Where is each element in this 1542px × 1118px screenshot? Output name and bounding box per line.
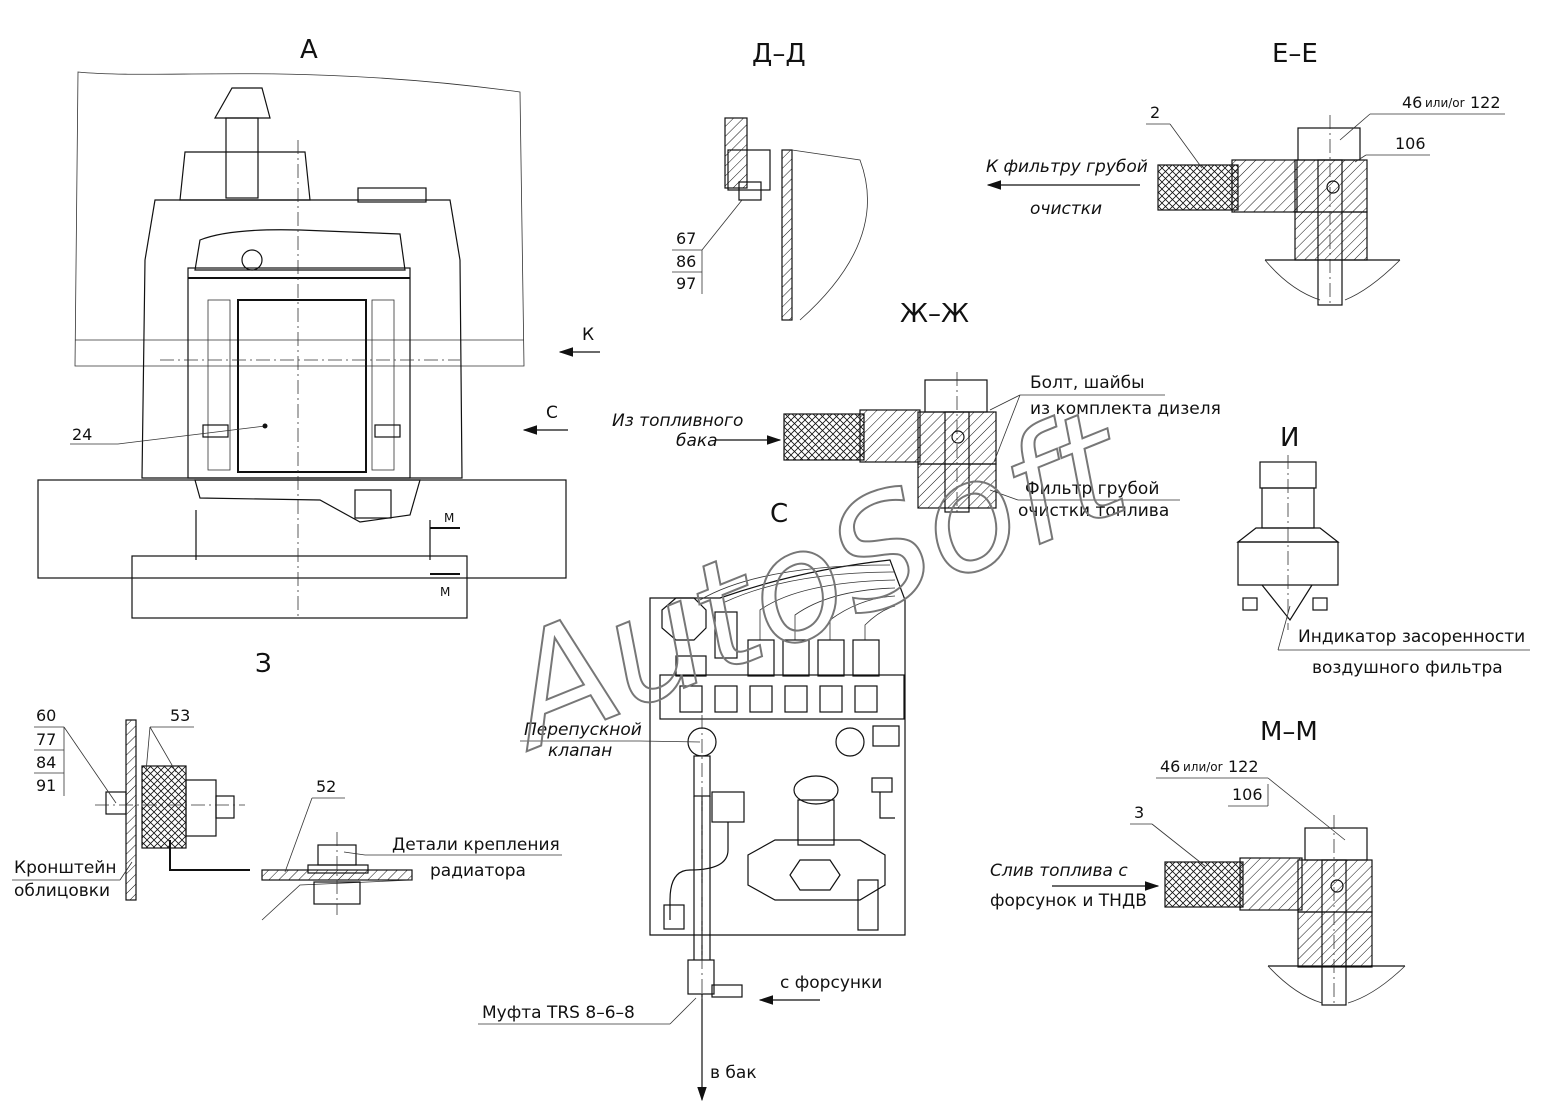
label-radiator-2: радиатора bbox=[430, 861, 526, 881]
arrow-c-label: С bbox=[546, 403, 558, 423]
label-from-injector: с форсунки bbox=[780, 973, 882, 993]
label-indicator-2: воздушного фильтра bbox=[1312, 658, 1503, 678]
manifold-ports bbox=[679, 685, 878, 713]
label-to-tank: в бак bbox=[710, 1063, 757, 1083]
z-part-77: 77 bbox=[36, 730, 56, 749]
z-part-91: 91 bbox=[36, 776, 56, 795]
z-callout-52: 52 bbox=[316, 777, 336, 796]
callout-24: 24 bbox=[72, 425, 92, 444]
label-bypass-2: клапан bbox=[548, 741, 612, 761]
view-s: С bbox=[478, 499, 906, 1102]
label-filter-2: очистки топлива bbox=[1018, 501, 1169, 521]
label-drain-1: Слив топлива с bbox=[990, 861, 1128, 881]
label-bolt-2: из комплекта дизеля bbox=[1030, 399, 1221, 419]
dd-part-97: 97 bbox=[676, 274, 696, 293]
mm-callout-46: 46 bbox=[1160, 757, 1180, 776]
view-ee-title: Е–Е bbox=[1272, 39, 1318, 69]
label-from-tank-2: бака bbox=[676, 431, 718, 451]
mm-callout-3: 3 bbox=[1134, 803, 1144, 822]
label-bracket-1: Кронштейн bbox=[14, 858, 116, 878]
arrow-k-label: К bbox=[582, 325, 594, 345]
view-dd-title: Д–Д bbox=[752, 39, 806, 69]
view-zhzh-title: Ж–Ж bbox=[900, 299, 969, 329]
ee-callout-or: или/or bbox=[1425, 96, 1465, 110]
label-to-coarse-filter-1: К фильтру грубой bbox=[986, 157, 1148, 177]
expansion-tank bbox=[194, 229, 406, 271]
view-ee: Е–Е 2 46 или/or 122 106 К фильтру грубой… bbox=[986, 39, 1505, 306]
view-mm-title: М–М bbox=[1260, 717, 1318, 747]
view-a-title: А bbox=[300, 35, 318, 65]
dd-part-86: 86 bbox=[676, 252, 696, 271]
arrow-m-bottom-label: М bbox=[440, 585, 450, 599]
mm-callout-or: или/or bbox=[1183, 760, 1223, 774]
fitting-right bbox=[374, 424, 401, 438]
label-drain-2: форсунок и ТНДВ bbox=[990, 891, 1147, 911]
view-zhzh: Ж–Ж Из топливного бака Болт, шайбы из ко… bbox=[612, 299, 1221, 521]
label-bolt-1: Болт, шайбы bbox=[1030, 373, 1145, 393]
fuel-filter-body bbox=[747, 839, 886, 901]
radiator-core bbox=[237, 299, 367, 473]
label-bypass-1: Перепускной bbox=[524, 720, 642, 740]
view-i-title: И bbox=[1280, 423, 1299, 453]
mm-callout-106: 106 bbox=[1232, 785, 1263, 804]
fitting-left bbox=[202, 424, 229, 438]
z-callout-53: 53 bbox=[170, 706, 190, 725]
mm-callout-122: 122 bbox=[1228, 757, 1259, 776]
view-dd: Д–Д 67 86 97 bbox=[672, 39, 868, 321]
label-coupling: Муфта TRS 8–6–8 bbox=[482, 1003, 635, 1023]
background-panel bbox=[74, 71, 525, 367]
bumper bbox=[131, 555, 468, 619]
view-mm: М–М 46 или/or 122 106 3 Слив топлива с ф… bbox=[990, 717, 1406, 1006]
port-nuts bbox=[675, 639, 880, 677]
front-beam bbox=[37, 479, 567, 579]
label-filter-1: Фильтр грубой bbox=[1025, 479, 1159, 499]
label-from-tank-1: Из топливного bbox=[612, 411, 743, 431]
dd-part-67: 67 bbox=[676, 229, 696, 248]
view-a: А 24 bbox=[37, 35, 600, 620]
z-part-60: 60 bbox=[36, 706, 56, 725]
arrow-m-top-label: М bbox=[444, 511, 454, 525]
view-s-title: С bbox=[770, 499, 788, 529]
ee-callout-106: 106 bbox=[1395, 134, 1426, 153]
z-part-84: 84 bbox=[36, 753, 56, 772]
label-bracket-2: облицовки bbox=[14, 881, 110, 901]
label-indicator-1: Индикатор засоренности bbox=[1298, 627, 1525, 647]
ee-callout-122: 122 bbox=[1470, 93, 1501, 112]
view-z: З 60 77 84 91 53 Кронштейн облицовки 52 bbox=[12, 649, 562, 921]
view-z-title: З bbox=[255, 649, 272, 679]
ee-callout-46: 46 bbox=[1402, 93, 1422, 112]
hood-body bbox=[141, 199, 463, 479]
ee-callout-2: 2 bbox=[1150, 103, 1160, 122]
label-to-coarse-filter-2: очистки bbox=[1030, 199, 1102, 219]
manifold-plate bbox=[649, 559, 906, 936]
radiator-frame bbox=[187, 267, 411, 479]
exhaust-cap bbox=[213, 87, 271, 119]
label-radiator-1: Детали крепления bbox=[392, 835, 560, 855]
view-i: И Индикатор засоренности воздушного филь… bbox=[1236, 423, 1530, 678]
